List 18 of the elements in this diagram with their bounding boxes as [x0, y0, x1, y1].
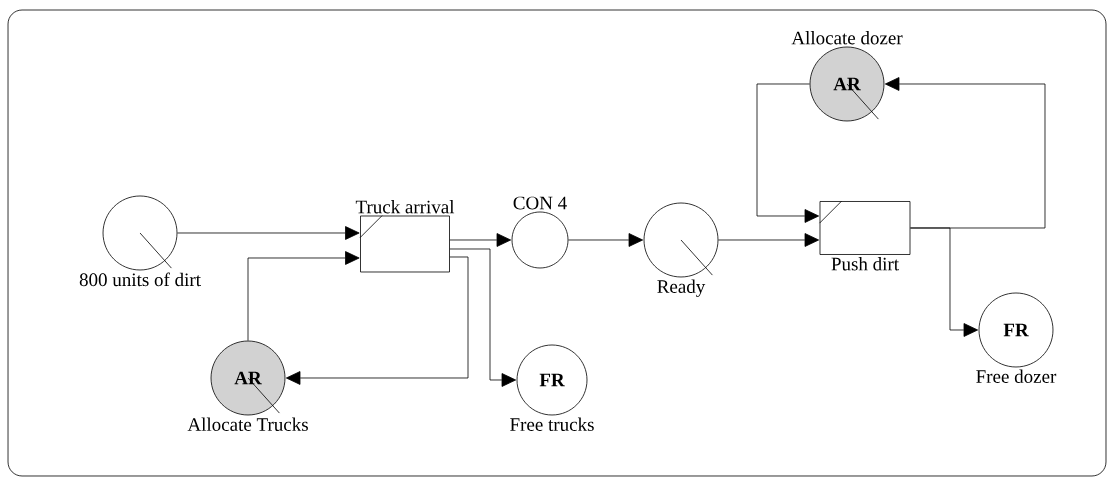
arrow: [285, 256, 469, 385]
node-label: Free dozer: [976, 369, 1057, 383]
arrow: [756, 83, 820, 223]
node-label: CON 4: [513, 196, 567, 210]
node-label: Ready: [657, 279, 706, 297]
node-label: Push dirt: [831, 257, 899, 271]
node-label: Allocate dozer: [791, 31, 903, 45]
arrow: [568, 233, 644, 247]
node-label: 800 units of dirt: [79, 272, 201, 287]
node-label: Allocate Trucks: [187, 417, 308, 431]
arrow: [449, 248, 517, 387]
arrow: [718, 233, 820, 247]
arrow: [247, 251, 360, 341]
arrow: [884, 77, 1046, 229]
node-label: Truck arrival: [355, 200, 455, 214]
arrow: [449, 233, 512, 247]
arrow: [177, 226, 360, 240]
node-label: Free trucks: [510, 417, 594, 431]
